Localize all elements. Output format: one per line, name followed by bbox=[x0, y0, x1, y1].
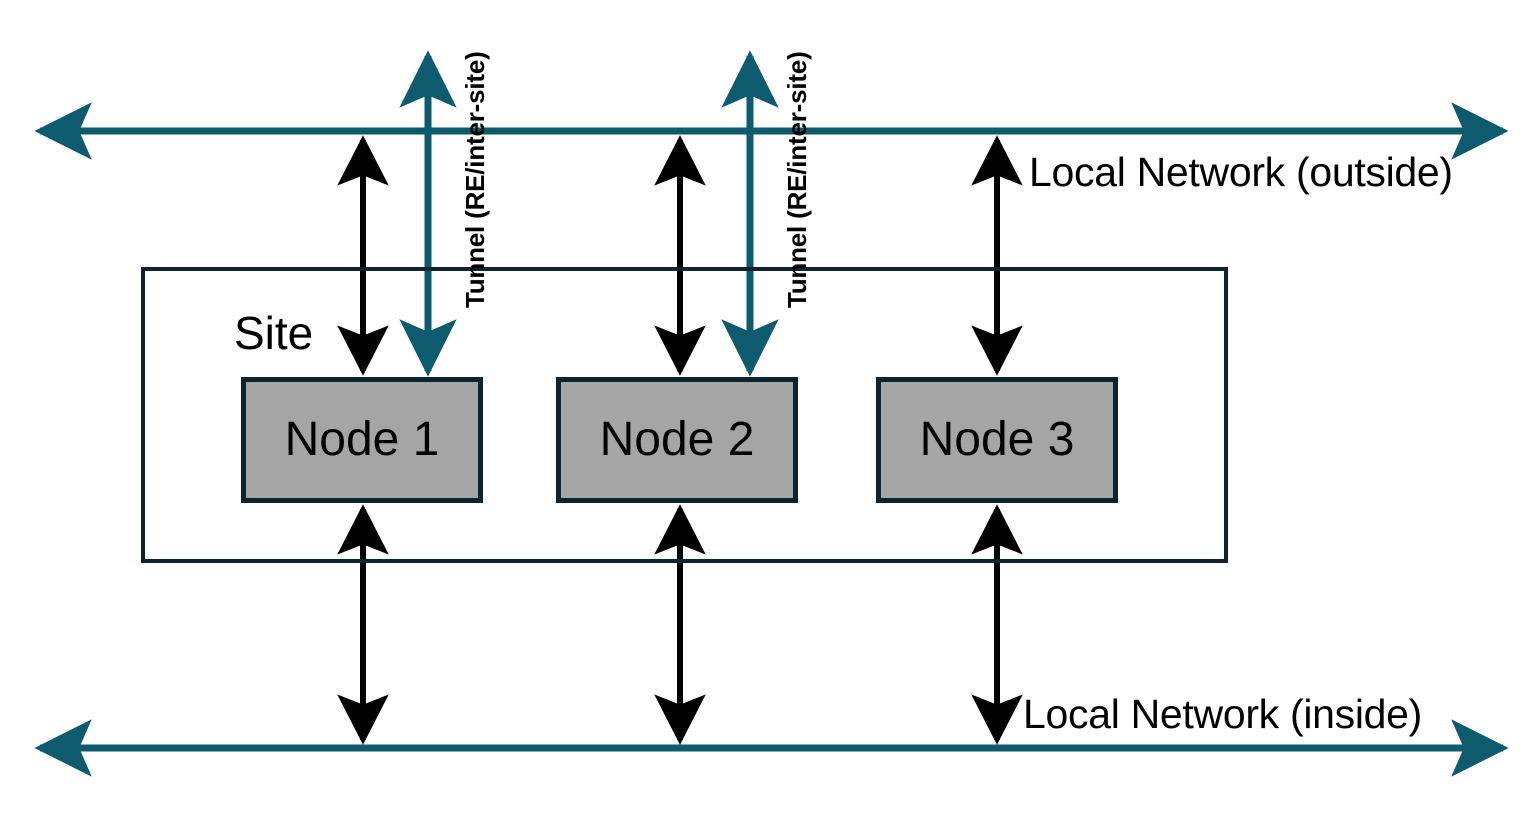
tunnel-label-1: Tunnel (RE/inter-site) bbox=[460, 51, 490, 308]
node-label-1: Node 1 bbox=[284, 413, 440, 466]
node-label-2: Node 2 bbox=[599, 413, 755, 466]
node-label-3: Node 3 bbox=[919, 413, 1075, 466]
local-network-outside-label: Local Network (outside) bbox=[1029, 149, 1453, 195]
local-network-inside-label: Local Network (inside) bbox=[1023, 691, 1422, 737]
node-box-3[interactable]: Node 3 bbox=[876, 377, 1118, 503]
site-label: Site bbox=[234, 307, 314, 359]
site-container bbox=[141, 267, 1228, 563]
tunnel-label-2: Tunnel (RE/inter-site) bbox=[782, 51, 812, 308]
node-box-2[interactable]: Node 2 bbox=[556, 377, 798, 503]
node-box-1[interactable]: Node 1 bbox=[241, 377, 483, 503]
